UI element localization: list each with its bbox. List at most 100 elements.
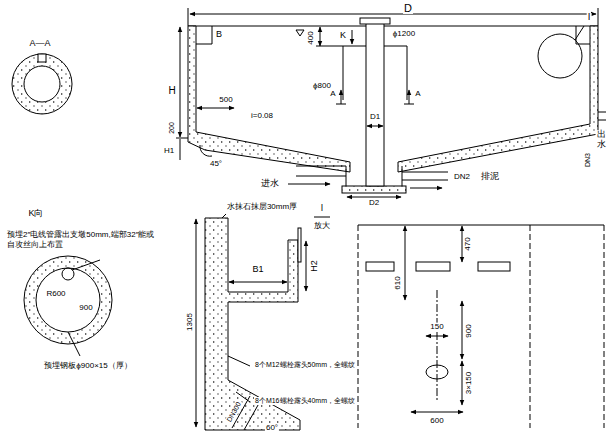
dimension-label: 60° <box>265 424 279 433</box>
drawing-stroke <box>180 139 181 160</box>
drawing-stroke <box>416 262 450 271</box>
drawing-stroke <box>12 8 606 430</box>
drawing-stroke <box>68 332 80 356</box>
dimension-label: K <box>339 31 347 41</box>
dimension-label: 500 <box>218 96 233 105</box>
dimension-label: A <box>329 90 336 99</box>
drawing-stroke <box>38 54 46 62</box>
drawing-stroke <box>12 54 72 114</box>
dimension-label: 排泥 <box>480 172 500 182</box>
drawing-stroke <box>72 260 100 270</box>
dimension-label: 900 <box>465 323 474 338</box>
drawing-stroke <box>437 290 438 402</box>
drawing-stroke <box>229 282 287 283</box>
drawing-stroke <box>306 241 307 291</box>
drawing-stroke <box>384 46 407 47</box>
drawing-stroke <box>462 361 463 405</box>
dimension-label: 进水 <box>260 179 280 189</box>
dimension-label: 610 <box>394 275 403 290</box>
drawing-stroke <box>228 356 250 366</box>
drawing-stroke <box>358 225 359 428</box>
drawing-stroke <box>180 27 181 137</box>
drawing-stroke <box>462 301 463 359</box>
drawing-stroke <box>296 30 304 36</box>
drawing-stroke <box>402 180 448 181</box>
drawing-stroke <box>342 186 406 193</box>
drawing-stroke <box>197 108 234 109</box>
dimension-label: 45° <box>209 160 223 169</box>
drawing-stroke <box>407 46 408 100</box>
drawing-stroke <box>366 262 394 271</box>
drawing-stroke <box>604 225 605 428</box>
dimension-label: i=0.08 <box>250 112 274 121</box>
dimension-label: ϕ1200 <box>392 30 416 39</box>
dimension-label: 3×150 <box>465 371 474 395</box>
drawing-stroke <box>196 219 197 427</box>
dimension-label: Ⅰ <box>320 205 324 214</box>
dimension-label: 预埋钢板ϕ900×15（厚） <box>43 362 132 371</box>
drawing-stroke <box>188 26 598 27</box>
drawing-stroke <box>598 112 606 113</box>
drawing-stroke <box>398 26 598 172</box>
drawing-stroke <box>36 268 100 332</box>
drawing-stroke <box>405 226 406 300</box>
dimension-label: D <box>403 2 413 14</box>
dimension-label: 出水 <box>596 130 607 150</box>
drawing-stroke <box>196 26 212 44</box>
drawing-stroke <box>410 188 442 189</box>
dimension-label: B1 <box>251 265 264 275</box>
dimension-label: K向 <box>27 209 44 219</box>
drawing-stroke <box>288 184 330 185</box>
drawing-stroke <box>360 18 390 24</box>
drawing-stroke <box>343 46 344 100</box>
dimension-label: 400 <box>307 30 316 45</box>
drawing-stroke <box>314 217 330 218</box>
drawing-stroke <box>576 26 590 44</box>
drawing-stroke <box>316 46 343 47</box>
dimension-label: D2 <box>368 199 380 208</box>
drawing-stroke <box>341 90 342 104</box>
drawing-stroke <box>411 412 463 413</box>
drawing-stroke <box>200 145 212 156</box>
dimension-label: H <box>167 85 176 96</box>
drawing-stroke <box>343 46 366 47</box>
drawing-stroke <box>352 30 353 44</box>
dimension-label: A <box>414 90 421 99</box>
drawing-stroke <box>188 26 350 172</box>
drawing-stroke <box>598 120 606 121</box>
note-text: 预埋2″电线管露出支墩50mm,端部32″能或自攻丝向上布置 <box>6 230 158 251</box>
dimension-label: 600 <box>429 417 444 426</box>
drawing-stroke <box>538 34 582 78</box>
drawing-stroke <box>296 166 346 167</box>
dimension-label: H2 <box>310 259 320 273</box>
dimension-label: 1305 <box>186 312 195 332</box>
drawing-stroke <box>462 226 463 262</box>
dimension-label: 8个M16螺栓露头40mm，全螺纹 <box>254 397 356 405</box>
drawing-stroke <box>598 8 599 26</box>
drawing-stroke <box>24 256 112 344</box>
dimension-label: 水抹石抹层30mm厚 <box>226 203 298 212</box>
dimension-label: 200 <box>168 121 176 135</box>
dimension-label: B <box>215 30 223 40</box>
dimension-label: 150 <box>429 323 444 332</box>
drawing-stroke <box>409 90 410 104</box>
dimension-label: 470 <box>464 236 473 251</box>
drawing-stroke <box>176 138 188 139</box>
drawing-stroke <box>366 22 384 186</box>
drawing-stroke <box>188 8 189 26</box>
dimension-label: 放大 <box>313 222 331 231</box>
drawing-stroke <box>347 197 401 198</box>
dimension-label: A—A <box>28 39 51 49</box>
drawing-stroke <box>24 66 60 102</box>
drawing-stroke <box>530 225 531 428</box>
dimension-label: DN2 <box>453 173 471 182</box>
dimension-label: DN3 <box>584 152 592 168</box>
drawing-stroke <box>367 126 383 127</box>
dimension-label: R600 <box>45 290 66 299</box>
drawing-stroke <box>296 176 346 177</box>
drawing-stroke <box>190 14 596 15</box>
drawing-stroke <box>402 172 448 173</box>
